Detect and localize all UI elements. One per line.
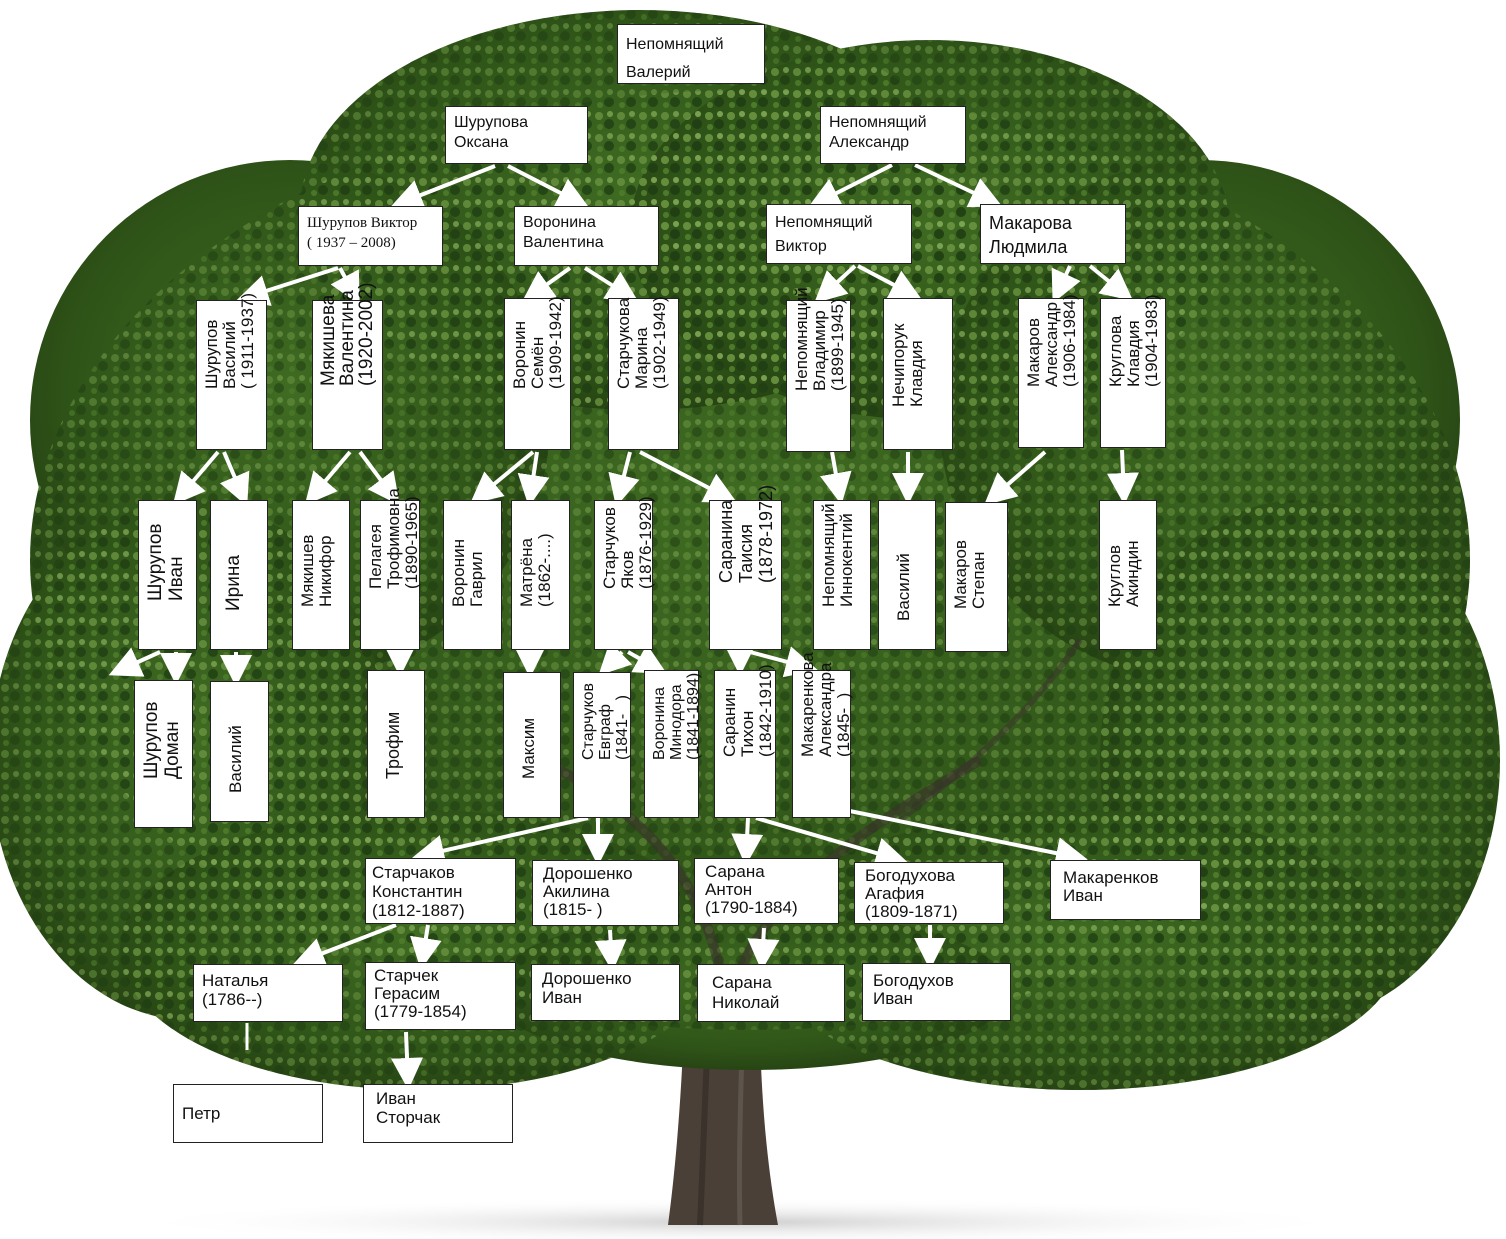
person-nikolay: Сарана Николай (697, 964, 845, 1022)
person-pelageya: Пелагея Трофимовна (1890-1965) (360, 488, 421, 650)
person-ivan-bogodukhov: Богодухов Иван (862, 963, 1011, 1021)
person-label: Мякишев Никифор (298, 534, 335, 607)
person-label: Макаров Александр (1906-1984) (1024, 294, 1079, 387)
person-label: Шурупов Доман (141, 701, 183, 779)
person-label: Мякишева Валентина (1920-2002) (318, 282, 377, 386)
person-aleksandra-makarenkova: Макаренкова Александра (1845- ) (792, 652, 853, 818)
person-label: Воронин Гаврил (449, 539, 486, 607)
person-label: Саранин Тихон (1842-1910) (720, 664, 775, 757)
person-label: Старчуков Евграф (1841- ) (580, 682, 631, 760)
person-ivan-shurupov: Шурупов Иван (138, 500, 197, 650)
person-label: Непомнящий Владимир (1899-1945) (792, 287, 847, 391)
person-agafiya: Богодухова Агафия (1809-1871) (854, 862, 1004, 924)
person-doman: Шурупов Доман (134, 680, 193, 828)
person-klavdiya-kruglova: Круглова Клавдия (1904-1983) (1100, 294, 1166, 448)
person-valentina-voronina: Воронина Валентина (514, 206, 659, 266)
person-tikhon: Саранин Тихон (1842-1910) (714, 664, 776, 818)
person-yakov: Старчуков Яков (1876-1929) (594, 496, 655, 650)
person-vasiliy-nepomnyashchiy: Василий (878, 500, 936, 650)
person-label: Ирина (223, 555, 244, 611)
person-oksana: Шурупова Оксана (445, 106, 588, 164)
person-label: Макаренкова Александра (1845- ) (798, 652, 853, 757)
person-valeriy: Непомнящий Валерий (617, 24, 765, 84)
person-petr: Петр (173, 1084, 323, 1143)
person-matryona: Матрёна (1862-....) (511, 500, 570, 650)
person-label: Пелагея Трофимовна (1890-1965) (366, 488, 421, 589)
person-aleksandr-makarov: Макаров Александр (1906-1984) (1018, 294, 1084, 448)
person-label: Круглова Клавдия (1904-1983) (1106, 294, 1161, 387)
person-label: Круглов Акиндин (1105, 540, 1142, 607)
person-vladimir: Непомнящий Владимир (1899-1945) (786, 287, 851, 452)
person-akilina: Дорошенко Акилина (1815- ) (532, 860, 679, 926)
person-gavril: Воронин Гаврил (443, 500, 502, 650)
person-viktor-nepomnyashchiy: Непомнящий Виктор (766, 204, 912, 264)
person-marina: Старчукова Марина (1902-1949) (608, 296, 679, 450)
person-natalya: Наталья (1786--) (193, 964, 343, 1022)
person-label: Непомнящий Иннокентий (819, 503, 856, 607)
person-innokentiy: Непомнящий Иннокентий (813, 500, 871, 650)
person-maksim: Максим (503, 672, 561, 818)
person-ivan-makarenkov: Макаренков Иван (1050, 860, 1201, 920)
person-ivan-storchak: Иван Сторчак (363, 1084, 513, 1143)
person-irina: Ирина (210, 500, 268, 650)
person-viktor-shurupov: Шурупов Виктор ( 1937 – 2008) (298, 206, 443, 266)
person-label: Воронина Минодора (1841-1894) (651, 672, 702, 760)
person-nikifor: Мякишев Никифор (292, 500, 350, 650)
person-akindin: Круглов Акиндин (1099, 500, 1157, 650)
person-label: Шурупов Василий ( 1911-1937) (202, 292, 257, 389)
person-label: Шурупов Иван (145, 523, 187, 601)
person-label: Нечипорук Клавдия (889, 323, 926, 407)
person-semyon: Воронин Семён (1909-1942) (504, 296, 571, 450)
person-label: Василий (226, 725, 245, 793)
person-vasiliy-ivanovich: Василий (210, 681, 269, 822)
person-ivan-doroshenko: Дорошенко Иван (531, 964, 680, 1021)
person-trofim: Трофим (367, 670, 425, 818)
person-label: Старчукова Марина (1902-1949) (614, 296, 669, 389)
person-lyudmila: Макарова Людмила (980, 204, 1126, 264)
person-label: Саранина Таисия (1878-1972) (716, 484, 776, 583)
person-label: Макаров Степан (951, 539, 988, 609)
person-label: Старчуков Яков (1876-1929) (600, 496, 655, 589)
person-label: Трофим (383, 711, 403, 779)
person-label: Максим (519, 717, 538, 779)
person-vasiliy-shurupov: Шурупов Василий ( 1911-1937) (196, 293, 267, 450)
person-minodora: Воронина Минодора (1841-1894) (644, 670, 702, 818)
person-konstantin: Старчаков Константин (1812-1887) (365, 858, 516, 924)
person-valentina-myakisheva: Мякишева Валентина (1920-2002) (312, 282, 383, 450)
person-aleksandr: Непомнящий Александр (820, 106, 966, 164)
person-gerasim: Старчек Герасим (1779-1854) (365, 962, 516, 1030)
person-label: Матрёна (1862-....) (517, 533, 554, 607)
person-stepan: Макаров Степан (945, 502, 1008, 652)
person-taisiya: Саранина Таисия (1878-1972) (709, 485, 782, 650)
person-label: Василий (894, 553, 913, 621)
person-anton: Сарана Антон (1790-1884) (694, 858, 839, 924)
person-evgraf: Старчуков Евграф (1841- ) (573, 672, 631, 818)
person-label: Воронин Семён (1909-1942) (510, 296, 565, 389)
person-klavdiya-nechiporuk: Нечипорук Клавдия (883, 298, 953, 450)
